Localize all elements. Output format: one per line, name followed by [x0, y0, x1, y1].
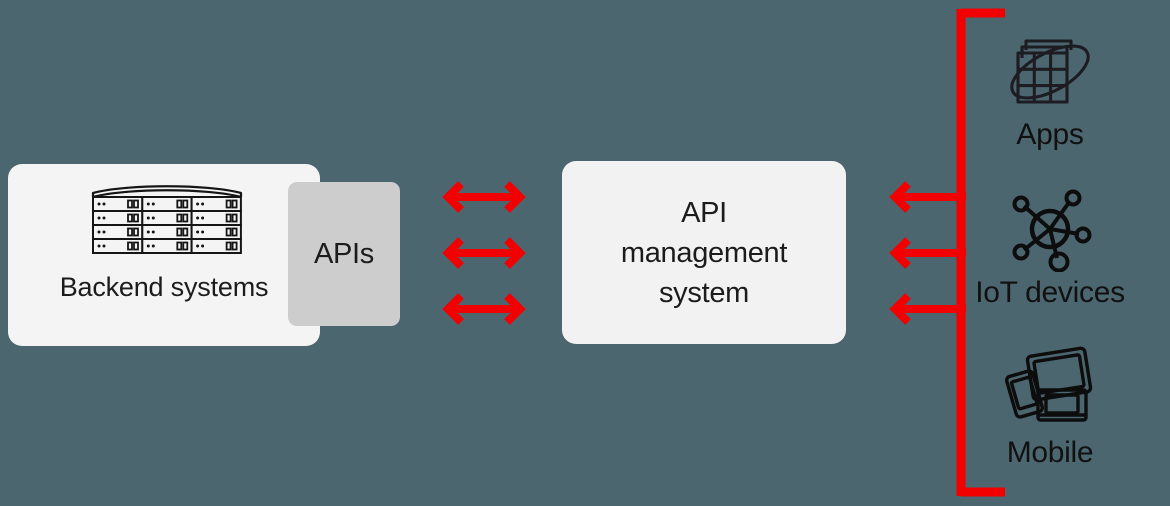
clients-to-management-connectors: [884, 180, 966, 326]
double-headed-arrow-icon: [437, 180, 531, 214]
ams-line-3: system: [658, 276, 750, 309]
double-headed-arrow-icon: [437, 236, 531, 270]
apis-box: APIs: [288, 182, 400, 326]
backend-to-management-connectors: [437, 180, 531, 326]
double-headed-arrow-icon: [437, 292, 531, 326]
left-arrow-icon: [884, 236, 966, 270]
ams-line-1: API: [681, 196, 727, 229]
endpoint-apps: Apps: [935, 28, 1165, 152]
server-rack-icon: [87, 181, 247, 261]
endpoint-label-mobile: Mobile: [1006, 436, 1094, 469]
backend-systems-label: Backend systems: [59, 272, 269, 302]
apps-grid-orbit-icon: [935, 28, 1165, 114]
apis-label: APIs: [313, 237, 375, 270]
api-management-system-box: API management system: [562, 161, 846, 344]
endpoint-mobile: Mobile: [935, 346, 1165, 470]
left-arrow-icon: [884, 180, 966, 214]
bracket-icon: [950, 4, 1012, 501]
api-management-system-label: API management system: [620, 193, 788, 313]
network-hub-icon: [935, 186, 1165, 273]
devices-tablet-phone-laptop-icon: [935, 346, 1165, 432]
left-arrow-icon: [884, 292, 966, 326]
endpoint-iot-devices: IoT devices: [935, 186, 1165, 310]
ams-line-2: management: [620, 236, 788, 269]
endpoint-label-apps: Apps: [1016, 118, 1084, 151]
backend-systems-panel: Backend systems: [8, 164, 320, 346]
endpoint-label-iot-devices: IoT devices: [975, 276, 1125, 309]
